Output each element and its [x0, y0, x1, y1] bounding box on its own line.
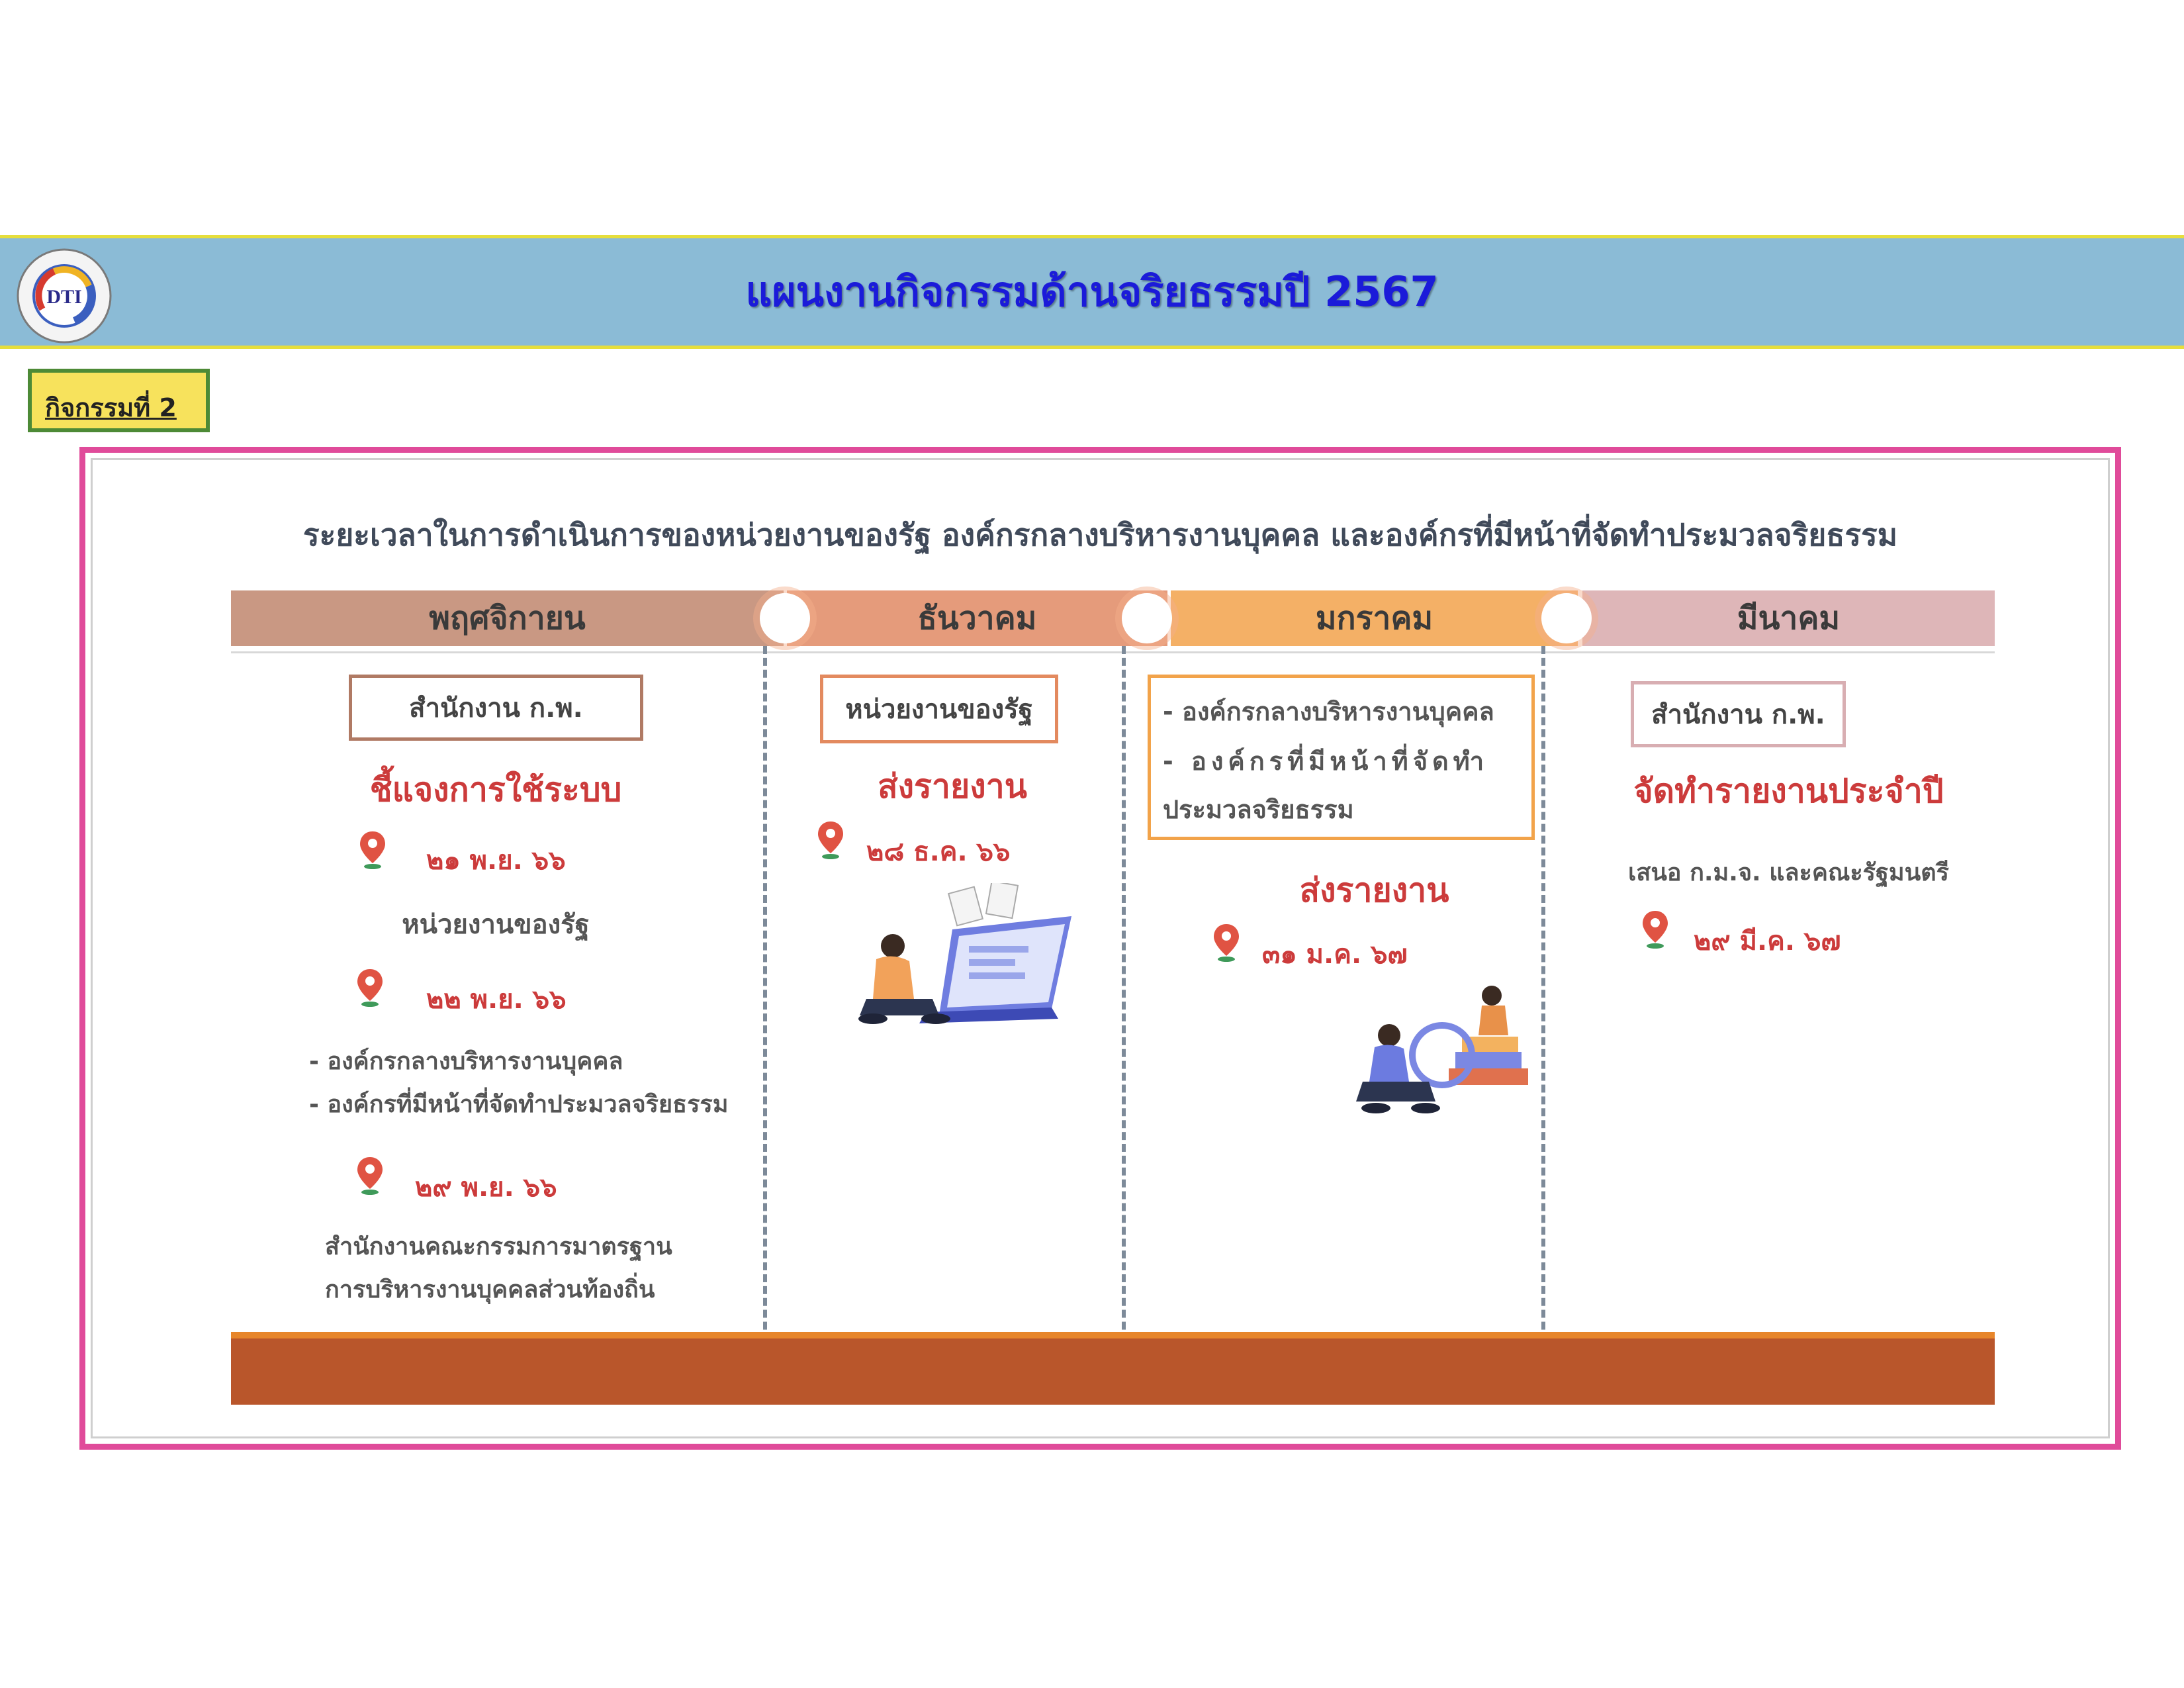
timeline-divider [231, 651, 1995, 653]
timeline-frame: ระยะเวลาในการดำเนินการของหน่วยงานของรัฐ … [79, 447, 2121, 1450]
timeline-title: ระยะเวลาในการดำเนินการของหน่วยงานของรัฐ … [302, 517, 1898, 553]
jan-org-box: - องค์กรกลางบริหารงานบุคคล - องค์กรที่มี… [1148, 675, 1535, 840]
header-bar: DTI แผนงานกิจกรรมด้านจริยธรรมปี 2567 [0, 235, 2184, 349]
location-pin-icon [1214, 924, 1239, 962]
activity-tag: กิจกรรมที่ 2 [28, 369, 210, 432]
mar-note: เสนอ ก.ม.จ. และคณะรัฐมนตรี [1628, 859, 1949, 886]
timeline-node [1122, 593, 1172, 643]
location-pin-icon [357, 1157, 383, 1195]
dec-date: ๒๘ ธ.ค. ๖๖ [866, 837, 1011, 867]
logo-text: DTI [46, 286, 81, 308]
column-separator [1541, 646, 1545, 1401]
timeline-inner-border [91, 458, 2110, 1438]
people-books-illustration [1356, 986, 1528, 1113]
month-band-march: มีนาคม [1582, 590, 1995, 646]
mar-date: ๒๙ มี.ค. ๖๗ [1694, 926, 1841, 957]
dec-heading: ส่งรายงาน [878, 767, 1027, 806]
mar-office-box: สำนักงาน ก.พ. [1631, 681, 1846, 747]
nov-date-2: ๒๒ พ.ย. ๖๖ [426, 984, 567, 1015]
nov-date-3: ๒๙ พ.ย. ๖๖ [415, 1172, 557, 1203]
person-laptop-illustration [858, 883, 1071, 1024]
jan-heading: ส่งรายงาน [1299, 871, 1449, 910]
mar-heading: จัดทำรายงานประจำปี [1633, 772, 1944, 810]
nov-heading: ชี้แจงการใช้ระบบ [369, 771, 622, 809]
jan-box-line: - องค์กรที่มีหน้าที่จัดทำ [1163, 747, 1489, 776]
nov-office-line: สำนักงานคณะกรรมการมาตรฐาน [325, 1233, 672, 1260]
nov-office-box: สำนักงาน ก.พ. [349, 675, 643, 741]
timeline-node [760, 593, 810, 643]
dti-logo: DTI [17, 248, 112, 344]
jan-box-line: - องค์กรกลางบริหารงานบุคคล [1163, 697, 1494, 726]
jan-date: ๓๑ ม.ค. ๖๗ [1262, 939, 1408, 970]
month-band-december: ธันวาคม [787, 590, 1167, 646]
nov-list-item: - องค์กรกลางบริหารงานบุคคล [309, 1048, 623, 1075]
month-band-january: มกราคม [1171, 590, 1578, 646]
column-separator [1122, 646, 1126, 1401]
dec-agency-box: หน่วยงานของรัฐ [820, 675, 1058, 743]
nov-agency-1: หน่วยงานของรัฐ [402, 910, 590, 940]
location-pin-icon [818, 821, 843, 859]
jan-box-line: ประมวลจริยธรรม [1163, 795, 1354, 824]
nov-date-1: ๒๑ พ.ย. ๖๖ [426, 845, 566, 876]
timeline-node [1541, 593, 1592, 643]
timeline-bottom-bar [231, 1332, 1995, 1405]
location-pin-icon [360, 831, 385, 869]
activity-tag-label: กิจกรรมที่ 2 [45, 393, 177, 422]
column-separator [763, 646, 767, 1401]
nov-list-item: - องค์กรที่มีหน้าที่จัดทำประมวลจริยธรรม [309, 1091, 729, 1118]
month-band-november: พฤศจิกายน [231, 590, 784, 646]
location-pin-icon [357, 969, 383, 1007]
location-pin-icon [1643, 911, 1668, 949]
page-title: แผนงานกิจกรรมด้านจริยธรรมปี 2567 [745, 267, 1439, 316]
nov-office-line: การบริหารงานบุคคลส่วนท้องถิ่น [325, 1276, 655, 1303]
